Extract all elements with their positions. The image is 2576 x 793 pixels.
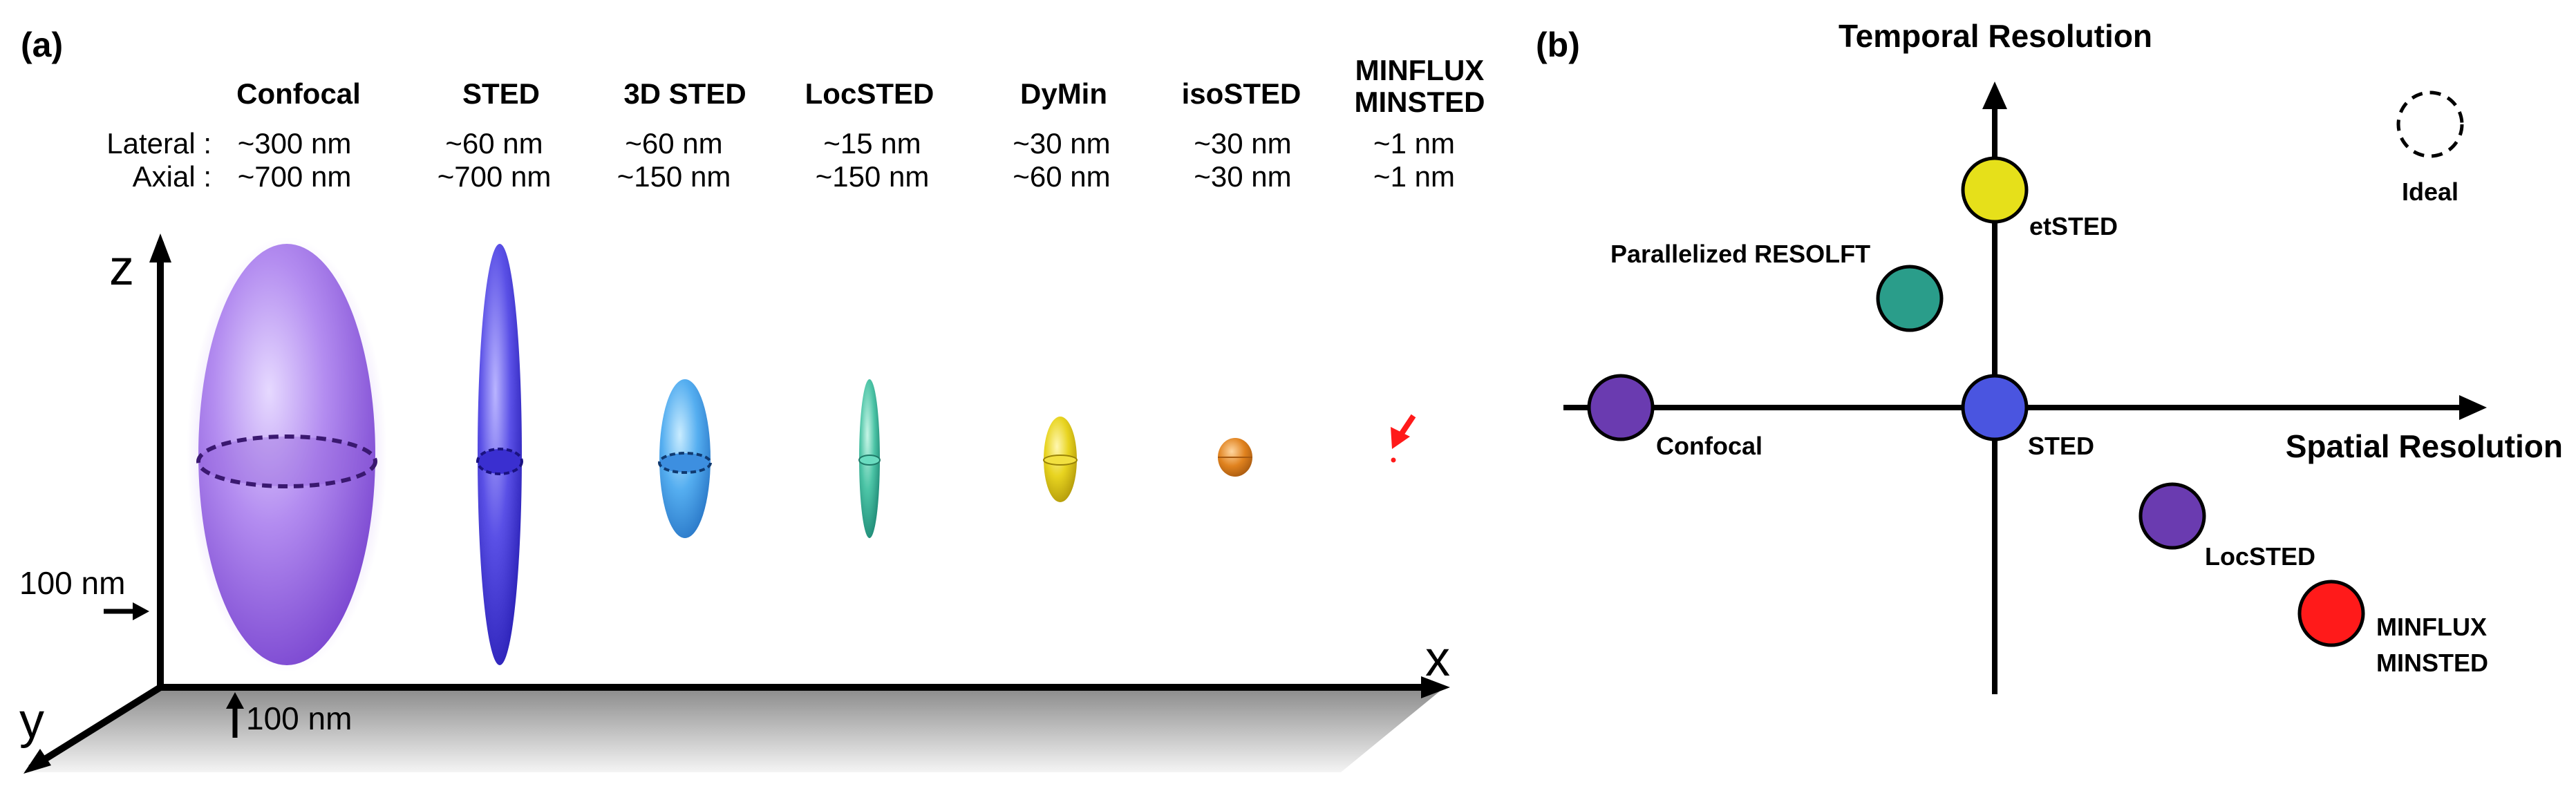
lateral-sted: ~60 nm — [445, 127, 543, 160]
scale-arrow-horizontal-head — [133, 602, 149, 620]
lateral-values: ~300 nm ~60 nm ~60 nm ~15 nm ~30 nm ~30 … — [238, 127, 1455, 160]
row-label-lateral: Lateral : — [106, 127, 211, 160]
lateral-3d-sted: ~60 nm — [625, 127, 722, 160]
panel-b: (b) Temporal Resolution Spatial Resoluti… — [1536, 18, 2563, 694]
x-axis-label: x — [1425, 631, 1450, 687]
temporal-axis-title: Temporal Resolution — [1839, 18, 2152, 54]
method-name-minflux: MINFLUX — [1355, 54, 1485, 86]
minflux-psf-dot — [1391, 457, 1396, 463]
dymin-psf-cross-section — [1043, 455, 1078, 466]
panel-a: (a) Confocal STED 3D STED LocSTED DyMin … — [19, 26, 1485, 774]
lateral-dymin: ~30 nm — [1013, 127, 1110, 160]
point-label-ideal: Ideal — [2402, 178, 2459, 206]
method-name-confocal: Confocal — [236, 77, 361, 110]
point-minflux-minsted — [2297, 580, 2365, 647]
point-label-minflux: MINFLUX — [2376, 613, 2487, 641]
scale-label-horizontal: 100 nm — [246, 700, 352, 736]
spatial-axis-arrowhead — [2459, 395, 2487, 420]
axial-minflux: ~1 nm — [1373, 160, 1455, 193]
point-label-parallelized-resolft: Parallelized RESOLFT — [1610, 240, 1870, 268]
point-label-confocal: Confocal — [1656, 432, 1762, 460]
axial-sted: ~700 nm — [438, 160, 552, 193]
floor-plane — [21, 687, 1445, 772]
panel-a-label: (a) — [21, 26, 63, 64]
axial-3d-sted: ~150 nm — [617, 160, 731, 193]
locsted-psf-cross-section — [858, 455, 881, 466]
z-axis-label: z — [109, 240, 134, 296]
confocal-psf-cross-section — [196, 434, 377, 488]
axial-values: ~700 nm ~700 nm ~150 nm ~150 nm ~60 nm ~… — [238, 160, 1455, 193]
x-axis-arrowhead — [1421, 676, 1450, 698]
point-label-locsted: LocSTED — [2205, 542, 2315, 571]
axial-dymin: ~60 nm — [1013, 160, 1110, 193]
method-headers: Confocal STED 3D STED LocSTED DyMin isoS… — [236, 54, 1485, 118]
axial-locsted: ~150 nm — [816, 160, 930, 193]
z-axis-arrowhead — [149, 233, 171, 262]
point-etsted — [1961, 156, 2029, 224]
scale-arrow-vertical-head — [226, 692, 244, 709]
panel-b-label: (b) — [1536, 26, 1580, 64]
confocal-psf — [198, 244, 375, 665]
axial-isosted: ~30 nm — [1194, 160, 1291, 193]
row-label-axial: Axial : — [133, 160, 211, 193]
point-label-etsted: etSTED — [2029, 212, 2118, 240]
method-name-locsted: LocSTED — [805, 77, 934, 110]
method-name-sted: STED — [462, 77, 540, 110]
method-name-dymin: DyMin — [1020, 77, 1107, 110]
axial-confocal: ~700 nm — [238, 160, 352, 193]
spatial-axis-title: Spatial Resolution — [2286, 428, 2563, 464]
scale-label-vertical: 100 nm — [19, 565, 125, 601]
y-axis — [28, 684, 162, 772]
lateral-locsted: ~15 nm — [823, 127, 921, 160]
sted-psf-cross-section — [476, 448, 523, 475]
method-name-3d-sted: 3D STED — [623, 77, 746, 110]
minflux-pointer-head — [1391, 427, 1410, 449]
y-axis-label: y — [19, 694, 44, 749]
point-confocal — [1587, 374, 1655, 441]
point-label-minsted: MINSTED — [2376, 649, 2488, 677]
method-name-minsted: MINSTED — [1355, 86, 1485, 118]
point-ideal — [2396, 90, 2464, 158]
temporal-axis-arrowhead — [1982, 82, 2007, 109]
point-sted — [1961, 374, 2029, 441]
method-name-isosted: isoSTED — [1182, 77, 1301, 110]
lateral-minflux: ~1 nm — [1373, 127, 1455, 160]
lateral-isosted: ~30 nm — [1194, 127, 1291, 160]
lateral-confocal: ~300 nm — [238, 127, 352, 160]
point-parallelized-resolft — [1876, 265, 1944, 332]
point-label-sted: STED — [2028, 432, 2094, 460]
3d-sted-psf-cross-section — [658, 452, 712, 474]
y-axis-arrowhead — [23, 749, 51, 774]
point-locsted — [2138, 482, 2206, 550]
